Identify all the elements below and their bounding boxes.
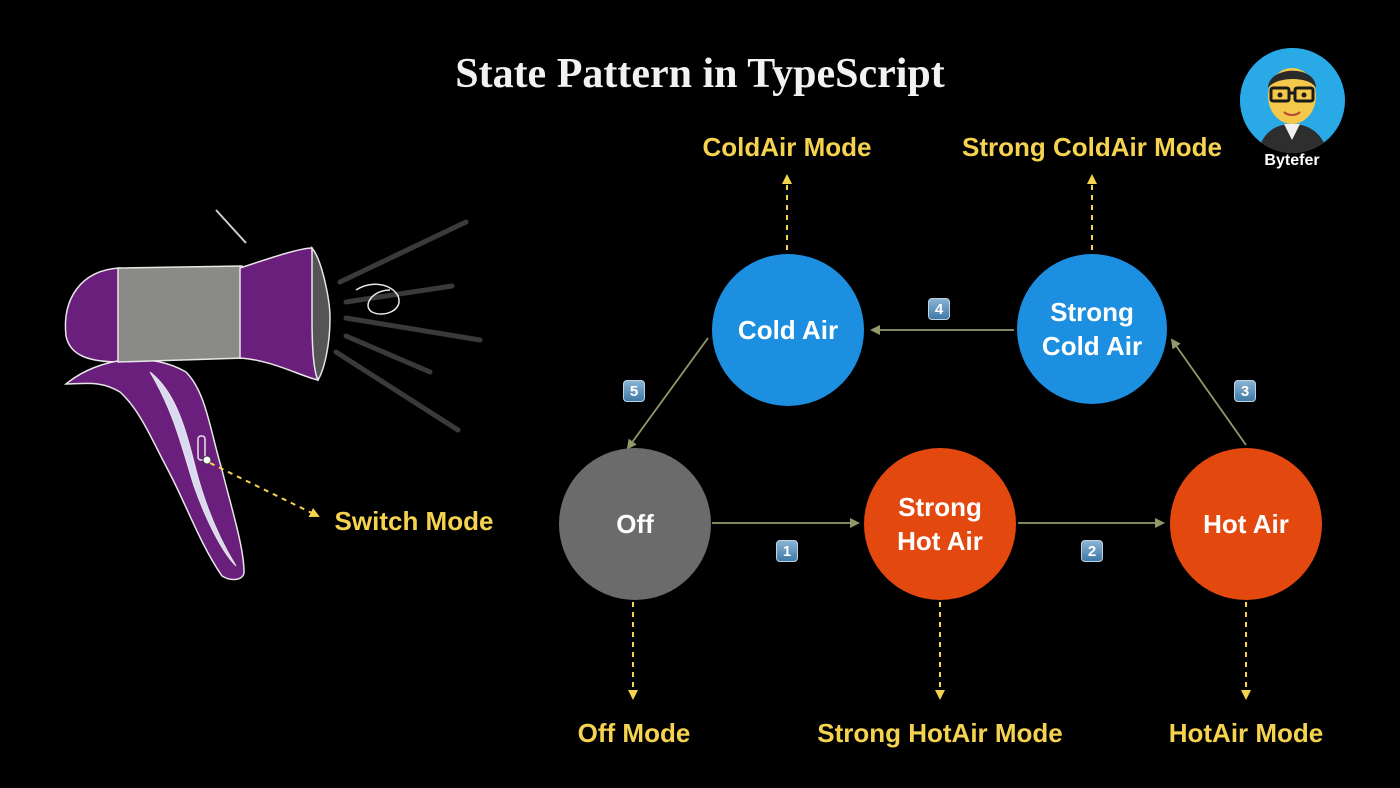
transition-arrow-5 — [626, 337, 709, 450]
state-label: Cold Air — [737, 315, 839, 345]
state-hot-air: Hot Air — [1170, 448, 1322, 600]
page-title: State Pattern in TypeScript — [455, 51, 945, 97]
step-badge-4: 4 — [928, 298, 950, 320]
state-label: Hot Air — [1203, 509, 1289, 539]
mode-label-cold-air: ColdAir Mode — [702, 132, 872, 162]
mode-label-strong-cold-air: Strong ColdAir Mode — [962, 132, 1222, 162]
hair-dryer-icon — [63, 209, 483, 581]
state-cold-air: Cold Air — [712, 254, 864, 406]
step-badge-1: 1 — [776, 540, 798, 562]
state-label: Off — [616, 509, 654, 539]
cartoon-avatar-icon — [1240, 48, 1345, 153]
mode-label-strong-hot-air: Strong HotAir Mode — [817, 718, 1063, 748]
state-off: Off — [559, 448, 711, 600]
mode-label-off: Off Mode — [577, 718, 691, 748]
switch-pointer — [202, 455, 320, 517]
step-badge-3: 3 — [1234, 380, 1256, 402]
state-label: Strong Hot Air — [897, 492, 983, 556]
switch-mode-label: Switch Mode — [334, 506, 494, 536]
step-badge-5: 5 — [623, 380, 645, 402]
state-strong-cold-air: Strong Cold Air — [1017, 254, 1167, 404]
brand-name: Bytefer — [1264, 152, 1320, 169]
step-badge-2: 2 — [1081, 540, 1103, 562]
transition-arrow-3 — [1170, 338, 1247, 446]
state-strong-hot-air: Strong Hot Air — [864, 448, 1016, 600]
state-label: Strong Cold Air — [1041, 297, 1143, 361]
mode-label-hot-air: HotAir Mode — [1168, 718, 1324, 748]
